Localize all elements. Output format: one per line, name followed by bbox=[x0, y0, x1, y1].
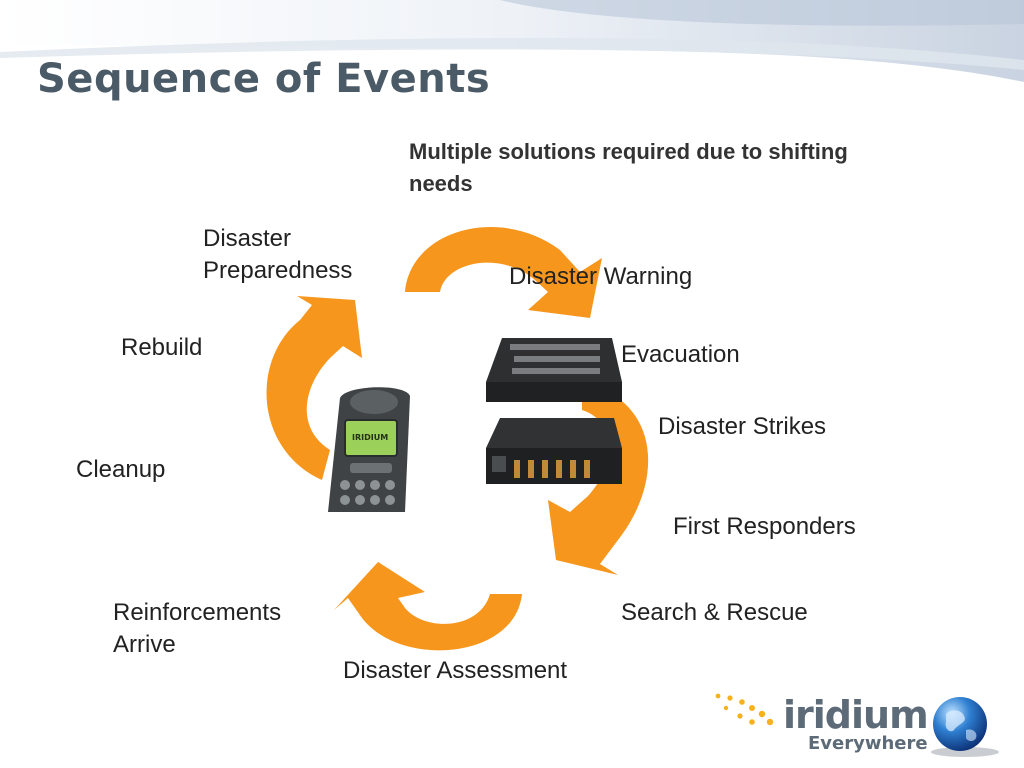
label-disaster-assessment: Disaster Assessment bbox=[343, 657, 568, 684]
logo-tagline: Everywhere bbox=[808, 733, 928, 754]
rack-equipment-image bbox=[486, 338, 622, 484]
label-first-responders: First Responders bbox=[673, 513, 856, 540]
label-search-rescue: Search & Rescue bbox=[621, 599, 808, 626]
label-evacuation: Evacuation bbox=[621, 341, 740, 368]
label-rebuild: Rebuild bbox=[121, 334, 203, 361]
label-disaster-warning: Disaster Warning bbox=[509, 263, 693, 290]
label-disaster-strikes: Disaster Strikes bbox=[658, 413, 827, 440]
logo-dots-icon bbox=[715, 693, 774, 726]
label-cleanup: Cleanup bbox=[76, 456, 166, 483]
label-line: Arrive bbox=[113, 631, 176, 658]
label-reinforcements-arrive: Reinforcements Arrive bbox=[113, 597, 281, 661]
logo-wordmark: iridium bbox=[783, 693, 929, 737]
arrow-bottom bbox=[334, 562, 522, 651]
label-line: Disaster bbox=[203, 225, 292, 252]
arrow-top bbox=[405, 227, 602, 318]
arrow-left bbox=[266, 296, 362, 480]
globe-icon bbox=[931, 697, 999, 757]
arrow-right bbox=[548, 382, 649, 575]
label-disaster-preparedness: Disaster Preparedness bbox=[203, 223, 352, 287]
label-line: Preparedness bbox=[203, 257, 353, 284]
phone-brand-text: IRIDIUM bbox=[352, 433, 388, 442]
satellite-phone-image: IRIDIUM bbox=[328, 387, 410, 512]
label-line: Reinforcements bbox=[113, 599, 282, 626]
logo-trademark: ® bbox=[907, 707, 914, 717]
slide-title: Sequence of Events bbox=[37, 56, 491, 102]
slide-subtitle: Multiple solutions required due to shift… bbox=[409, 139, 848, 196]
